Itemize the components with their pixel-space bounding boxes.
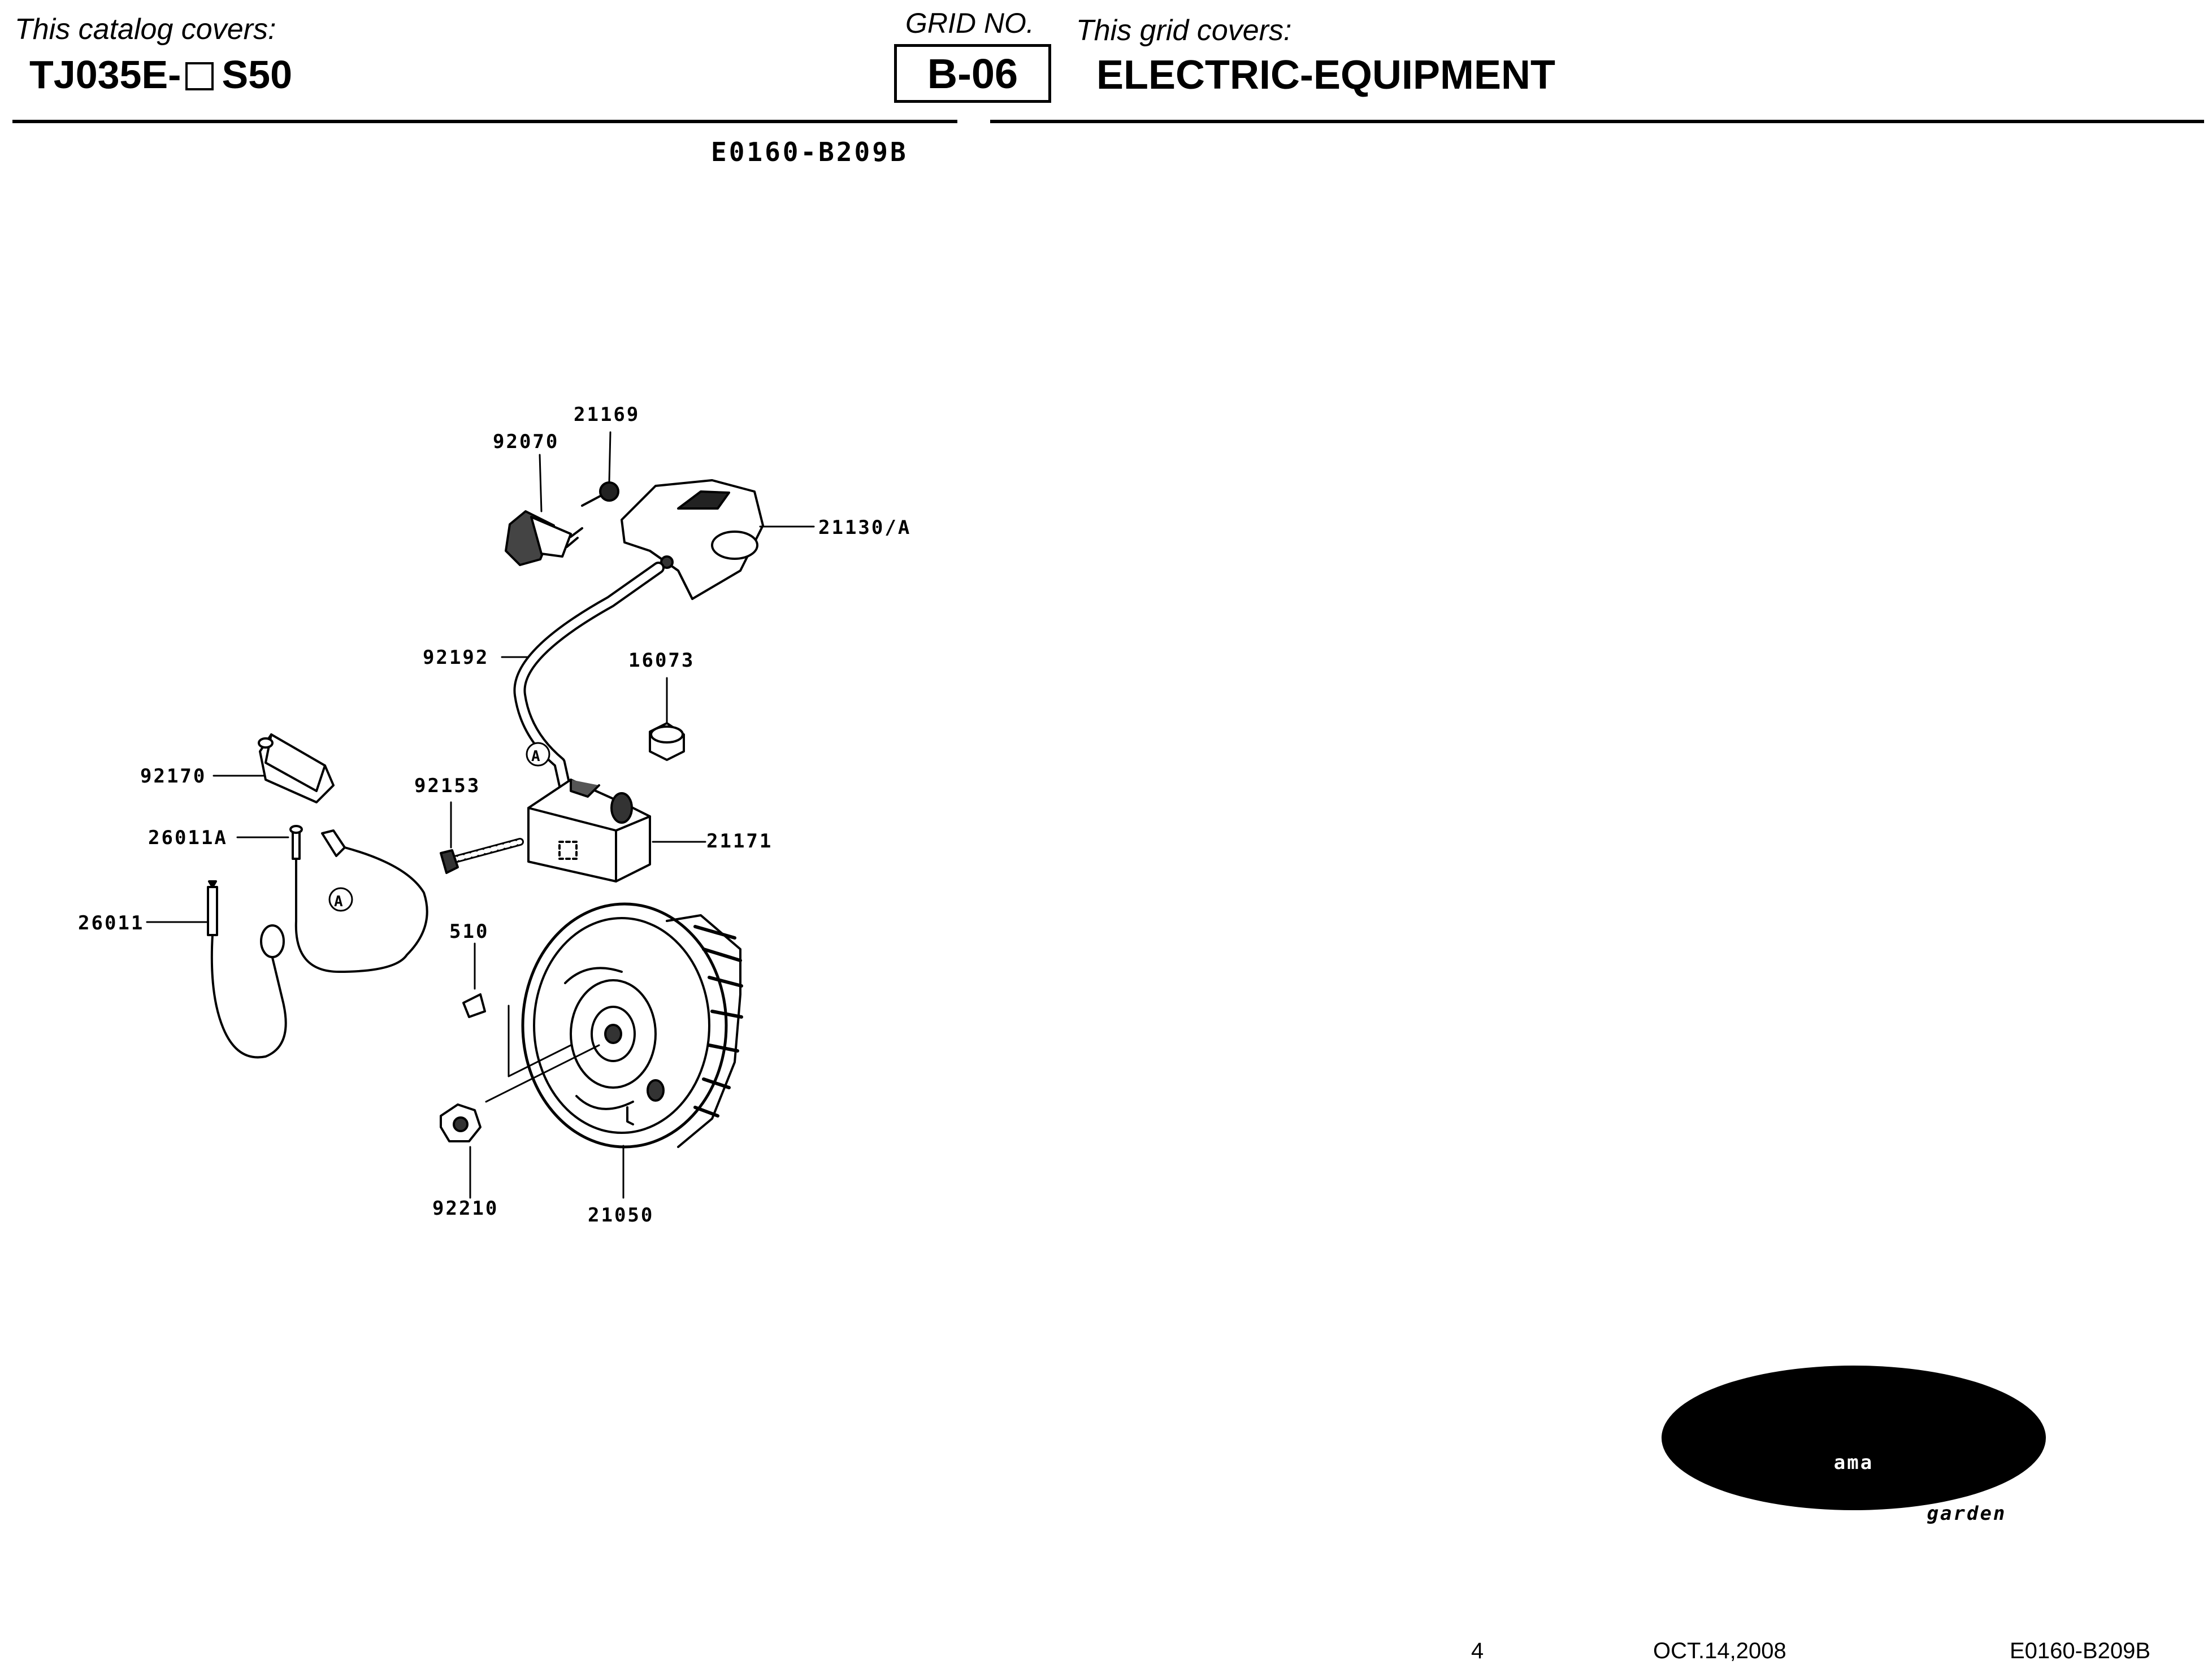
plug-terminal-part xyxy=(581,481,619,507)
grid-title: ELECTRIC-EQUIPMENT xyxy=(1096,53,1556,98)
label-21050: 21050 xyxy=(588,1204,654,1227)
plug-cap-part xyxy=(621,479,764,600)
connector-a-label-lead: A xyxy=(334,893,345,910)
stop-lead-part xyxy=(207,880,287,1059)
model-suffix: S50 xyxy=(222,53,293,97)
label-26011: 26011 xyxy=(78,912,144,934)
connector-a-marker-coil xyxy=(526,742,550,767)
label-92153: 92153 xyxy=(414,775,480,797)
ignition-coil-bolt-part xyxy=(440,838,524,874)
footer-code: E0160-B209B xyxy=(2010,1638,2151,1663)
flywheel-part xyxy=(521,902,743,1149)
grid-label: GRID NO. xyxy=(905,7,1034,39)
label-92070: 92070 xyxy=(493,431,559,453)
diagram-code: E0160-B209B xyxy=(711,137,908,167)
exploded-parts-diagram: 21169 92070 21130/A 92192 16073 92170 92… xyxy=(78,403,911,1227)
label-21130a: 21130/A xyxy=(818,516,911,539)
model-prefix: TJ035E- xyxy=(29,53,181,97)
footer-page-number: 4 xyxy=(1471,1638,1484,1663)
catalog-label: This catalog covers: xyxy=(15,13,276,46)
spacer-part xyxy=(649,722,685,761)
label-92210: 92210 xyxy=(432,1197,498,1220)
label-21171: 21171 xyxy=(706,830,773,853)
label-92192: 92192 xyxy=(423,646,489,669)
grid-number: B-06 xyxy=(927,50,1018,97)
nut-part xyxy=(440,1103,482,1142)
key-part xyxy=(462,993,486,1018)
label-26011a: 26011A xyxy=(148,827,228,849)
logo-sub-text: garden xyxy=(1927,1502,2007,1525)
model-code: TJ035E- S50 xyxy=(29,52,292,97)
label-16073: 16073 xyxy=(628,649,695,672)
model-variant-checkbox xyxy=(185,62,214,90)
stop-lead-a-part xyxy=(260,825,428,973)
footer-date: OCT.14,2008 xyxy=(1653,1638,1786,1663)
header-rule-left xyxy=(12,120,957,123)
ama-garden-logo: ama garden xyxy=(1662,1366,2046,1525)
grid-number-box: B-06 xyxy=(894,44,1051,103)
label-92170: 92170 xyxy=(140,765,206,788)
header-rule-right xyxy=(990,120,2204,123)
spark-plug-part xyxy=(505,510,583,566)
connector-a-marker-lead xyxy=(328,887,353,912)
label-21169: 21169 xyxy=(574,403,640,426)
connector-a-label-coil: A xyxy=(531,748,542,765)
grid-covers-label: This grid covers: xyxy=(1076,14,1292,47)
logo-brand-text: ama xyxy=(1834,1451,1873,1474)
clamp-part xyxy=(258,733,335,803)
ignition-coil-part xyxy=(527,779,651,883)
label-510: 510 xyxy=(449,920,489,943)
